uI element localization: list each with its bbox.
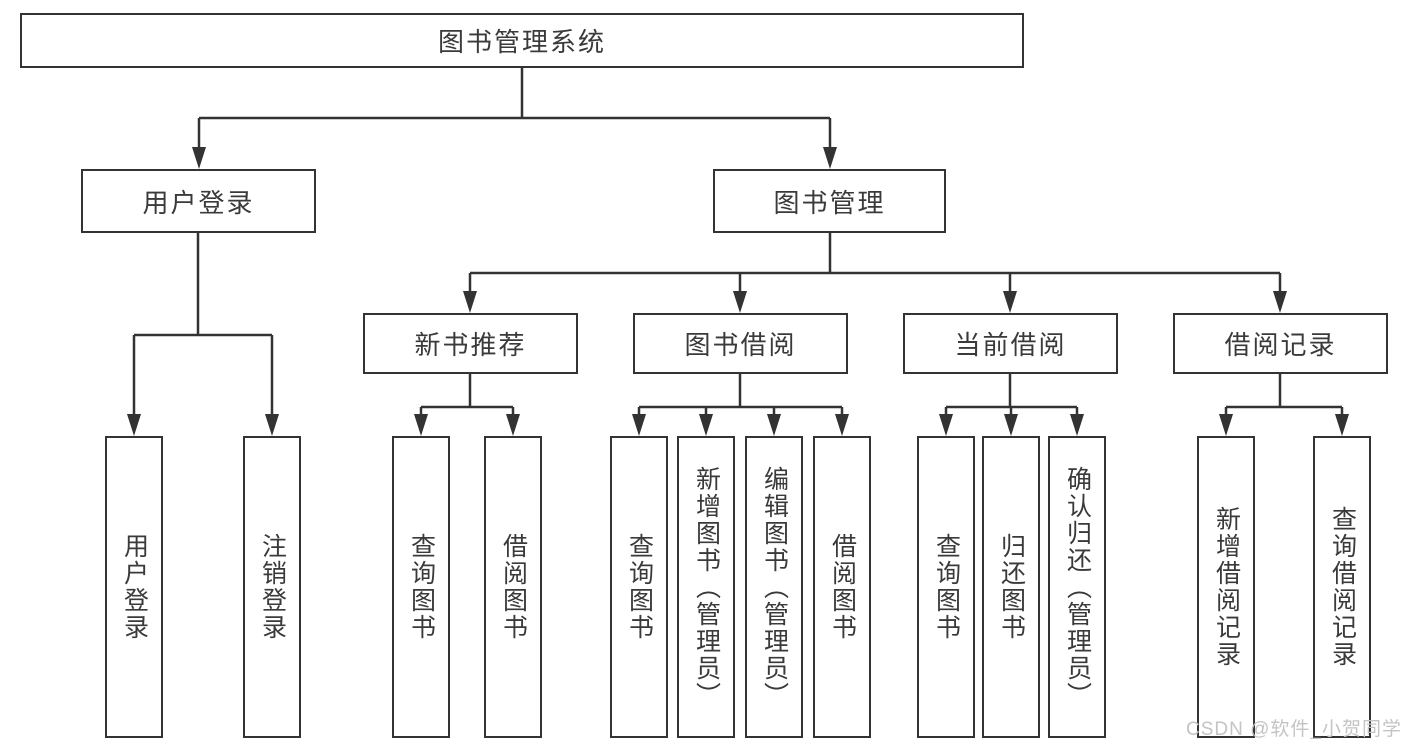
leaf-current-confirm-return-admin: 确认归还（管理员） <box>1048 436 1106 738</box>
node-book-borrow: 图书借阅 <box>633 313 848 374</box>
leaf-borrow-add-books-admin: 新增图书（管理员） <box>677 436 735 738</box>
leaf-user-login: 用户登录 <box>105 436 163 738</box>
leaf-records-query-record: 查询借阅记录 <box>1313 436 1371 738</box>
node-user-login: 用户登录 <box>81 169 316 233</box>
node-borrow-records: 借阅记录 <box>1173 313 1388 374</box>
leaf-current-query-books: 查询图书 <box>917 436 975 738</box>
leaf-current-return-books: 归还图书 <box>982 436 1040 738</box>
leaf-borrow-edit-books-admin: 编辑图书（管理员） <box>745 436 803 738</box>
node-library-management-system: 图书管理系统 <box>20 13 1024 68</box>
node-book-management: 图书管理 <box>713 169 946 233</box>
leaf-records-add-record: 新增借阅记录 <box>1197 436 1255 738</box>
watermark: CSDN @软件_小贺同学 <box>1186 719 1402 740</box>
leaf-logout: 注销登录 <box>243 436 301 738</box>
leaf-recommend-query-books: 查询图书 <box>392 436 450 738</box>
leaf-borrow-query-books: 查询图书 <box>610 436 668 738</box>
node-new-book-recommend: 新书推荐 <box>363 313 578 374</box>
arrowheads <box>127 147 1349 436</box>
connector-paths <box>132 68 1344 418</box>
leaf-recommend-borrow-books: 借阅图书 <box>484 436 542 738</box>
leaf-borrow-borrow-books: 借阅图书 <box>813 436 871 738</box>
node-current-borrow: 当前借阅 <box>903 313 1118 374</box>
